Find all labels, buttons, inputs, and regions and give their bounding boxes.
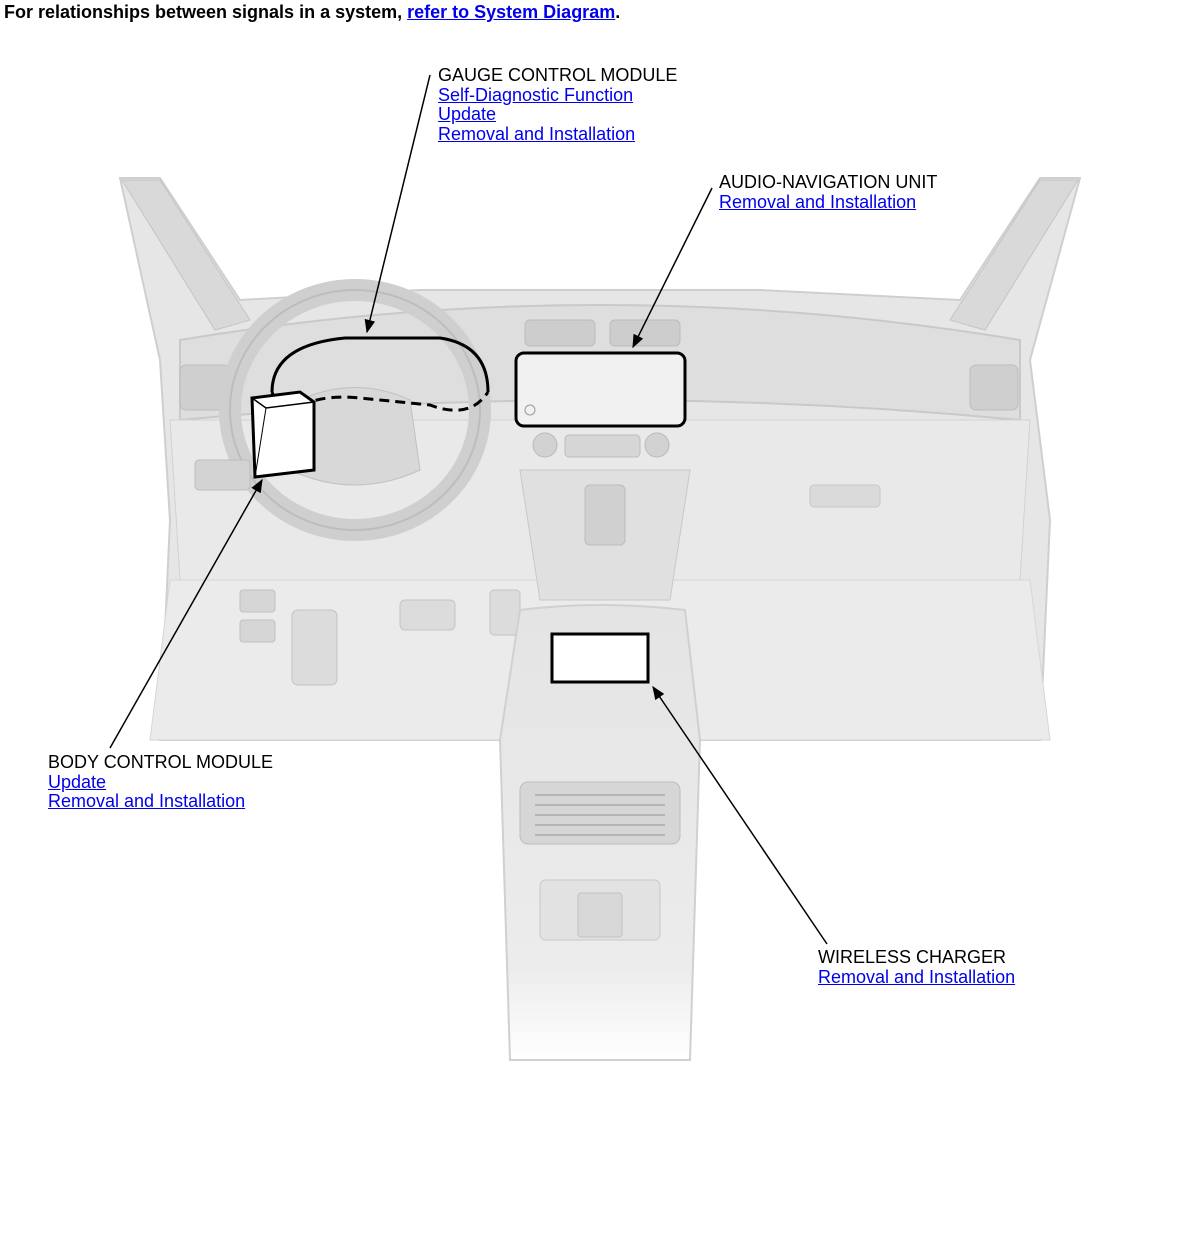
gauge-update-link[interactable]: Update	[438, 104, 497, 124]
wireless-leader-line	[652, 685, 828, 945]
audio-removal-installation-link[interactable]: Removal and Installation	[719, 191, 917, 212]
gauge-control-module-callout: GAUGE CONTROL MODULE Self-Diagnostic Fun…	[438, 65, 678, 144]
gauge-removal-installation-link[interactable]: Removal and Installation	[438, 123, 636, 144]
wireless-charger-title: WIRELESS CHARGER	[818, 947, 1007, 967]
body-removal-installation-link[interactable]: Removal and Installation	[48, 791, 246, 811]
gauge-self-diagnostic-link[interactable]: Self-Diagnostic Function	[438, 84, 634, 105]
audio-navigation-unit-callout: AUDIO-NAVIGATION UNIT Removal and Instal…	[719, 172, 938, 212]
audio-navigation-unit-title: AUDIO-NAVIGATION UNIT	[719, 172, 938, 192]
intro-text: For relationships between signals in a s…	[4, 2, 620, 23]
gauge-leader-line	[364, 74, 431, 334]
cabin-background	[118, 177, 1082, 1061]
leader-lines	[109, 74, 828, 945]
gauge-control-module-title: GAUGE CONTROL MODULE	[438, 65, 678, 85]
system-diagram-link[interactable]: refer to System Diagram	[407, 2, 616, 22]
wireless-removal-installation-link[interactable]: Removal and Installation	[818, 966, 1016, 987]
gauge-control-module-outline	[270, 336, 490, 393]
wireless-charger-outline	[550, 632, 650, 684]
component-outlines	[250, 336, 687, 684]
wireless-charger-callout: WIRELESS CHARGER Removal and Installatio…	[818, 947, 1016, 987]
audio-navigation-unit-outline	[514, 351, 687, 428]
intro-lead: For relationships between signals in a s…	[4, 2, 408, 22]
body-control-module-callout: BODY CONTROL MODULE Update Removal and I…	[48, 752, 274, 812]
body-control-module-box	[250, 390, 316, 479]
audio-leader-line	[632, 187, 713, 349]
intro-end: .	[615, 2, 621, 22]
body-control-module-title: BODY CONTROL MODULE	[48, 752, 274, 772]
body-update-link[interactable]: Update	[48, 771, 107, 792]
body-leader-line	[109, 478, 263, 749]
